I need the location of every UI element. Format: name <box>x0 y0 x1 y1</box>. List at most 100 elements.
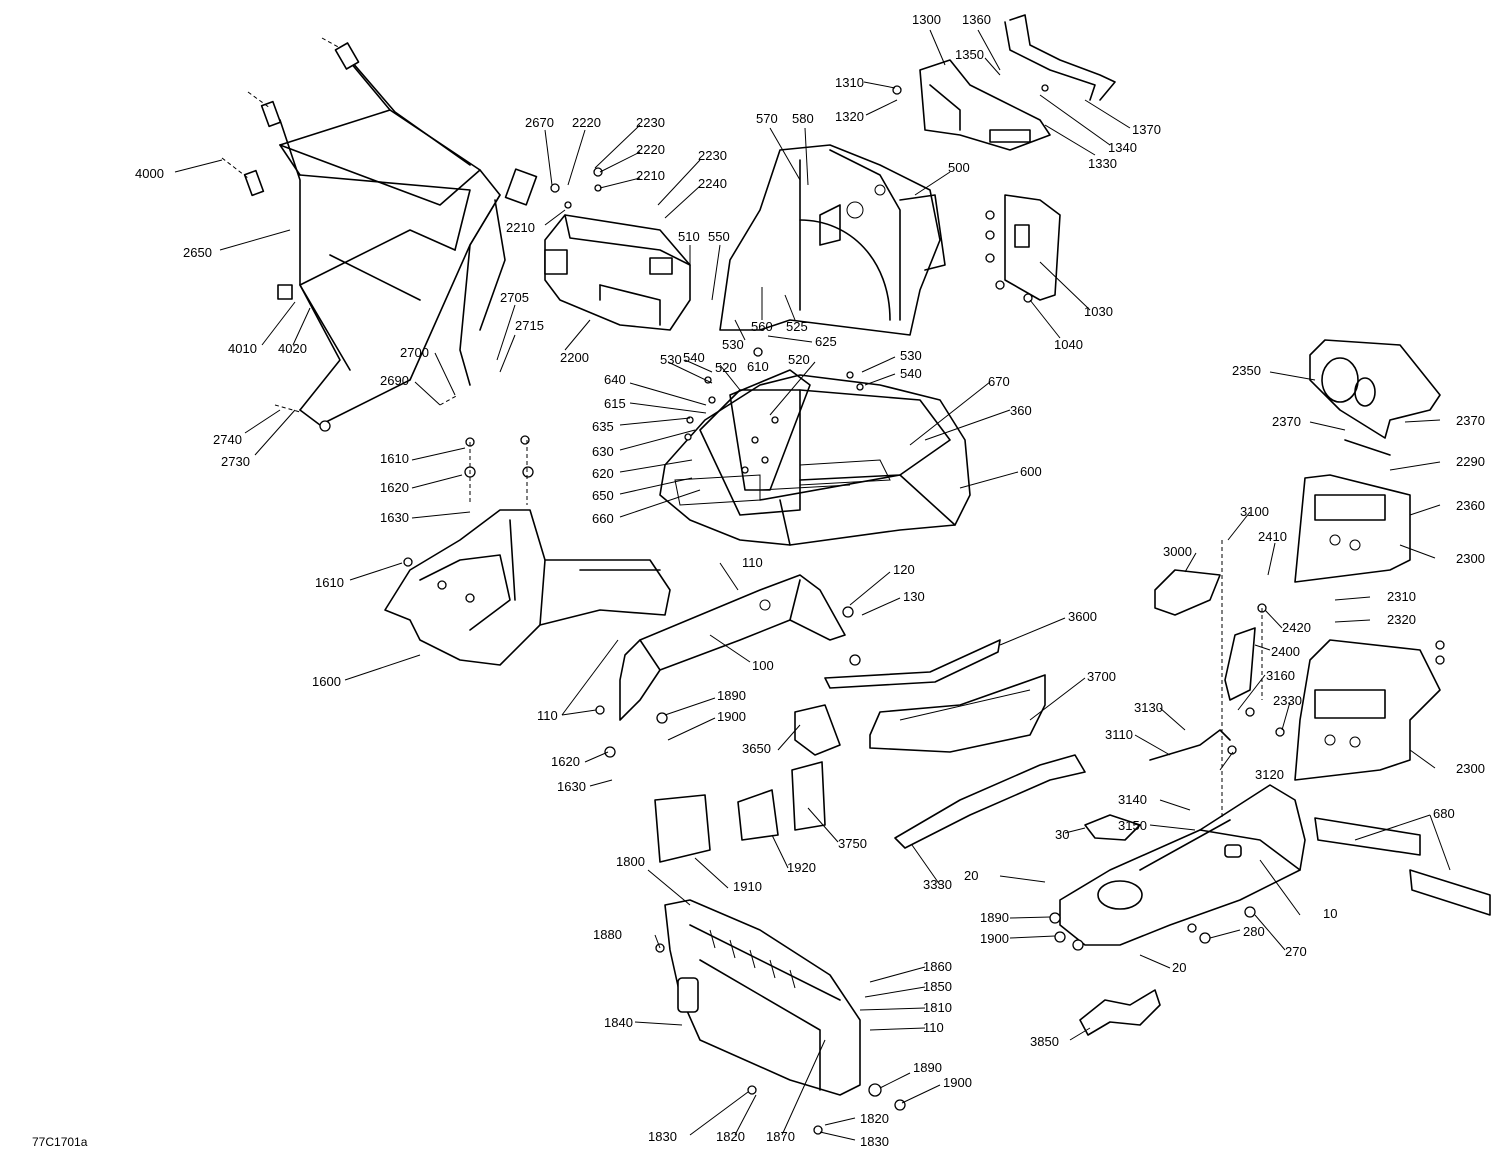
callout-label-2310: 2310 <box>1387 589 1416 604</box>
callout-label-650: 650 <box>592 488 614 503</box>
callout-label-3700: 3700 <box>1087 669 1116 684</box>
callout-label-3110: 3110 <box>1105 727 1133 742</box>
callout-label-2230: 2230 <box>636 115 665 130</box>
callout-label-2200: 2200 <box>560 350 589 365</box>
front-panel-1800-part <box>664 899 861 1096</box>
callout-label-2400: 2400 <box>1271 644 1300 659</box>
callout-label-2370: 2370 <box>1272 414 1301 429</box>
callout-label-1890: 1890 <box>913 1060 942 1075</box>
callout-label-1890: 1890 <box>980 910 1009 925</box>
panel-3600-part <box>824 639 1001 689</box>
callout-label-10: 10 <box>1323 906 1337 921</box>
bracket-3000-part <box>1154 569 1221 616</box>
callout-label-2730: 2730 <box>221 454 250 469</box>
callout-label-2370: 2370 <box>1456 413 1485 428</box>
callout-label-1830: 1830 <box>860 1134 889 1149</box>
callout-label-20: 20 <box>1172 960 1186 975</box>
roll-cage-frame <box>243 42 538 432</box>
callout-label-600: 600 <box>1020 464 1042 479</box>
callout-label-1800: 1800 <box>616 854 645 869</box>
panel-1030-part <box>985 194 1061 303</box>
callout-label-520: 520 <box>788 352 810 367</box>
callout-label-615: 615 <box>604 396 626 411</box>
callout-label-3850: 3850 <box>1030 1034 1059 1049</box>
callout-label-2700: 2700 <box>400 345 429 360</box>
callout-label-530: 530 <box>900 348 922 363</box>
callout-label-2300: 2300 <box>1456 761 1485 776</box>
callout-label-1900: 1900 <box>717 709 746 724</box>
callout-label-1830: 1830 <box>648 1129 677 1144</box>
callout-label-1820: 1820 <box>716 1129 745 1144</box>
callout-label-2240: 2240 <box>698 176 727 191</box>
callout-label-2740: 2740 <box>213 432 242 447</box>
callout-label-520: 520 <box>715 360 737 375</box>
clip-30-part <box>1084 814 1141 841</box>
callout-label-130: 130 <box>903 589 925 604</box>
callout-label-2705: 2705 <box>500 290 529 305</box>
callout-label-3650: 3650 <box>742 741 771 756</box>
callout-label-1340: 1340 <box>1108 140 1137 155</box>
callout-label-1330: 1330 <box>1088 156 1117 171</box>
callout-label-1860: 1860 <box>923 959 952 974</box>
center-console-part <box>1059 784 1306 946</box>
callout-label-3130: 3130 <box>1134 700 1163 715</box>
callout-label-2220: 2220 <box>636 142 665 157</box>
gauge-housing-part <box>1309 339 1441 439</box>
bar-2290-part <box>1344 439 1391 456</box>
callout-label-630: 630 <box>592 444 614 459</box>
callout-label-1360: 1360 <box>962 12 991 27</box>
callout-label-510: 510 <box>678 229 700 244</box>
callout-label-1610: 1610 <box>380 451 409 466</box>
callout-label-2360: 2360 <box>1456 498 1485 513</box>
callout-label-1630: 1630 <box>557 779 586 794</box>
callout-label-120: 120 <box>893 562 915 577</box>
callout-label-550: 550 <box>708 229 730 244</box>
callout-label-540: 540 <box>900 366 922 381</box>
crossmember-part <box>619 574 846 721</box>
callout-label-2290: 2290 <box>1456 454 1485 469</box>
callout-label-1900: 1900 <box>980 931 1009 946</box>
callout-label-3120: 3120 <box>1255 767 1284 782</box>
callout-label-1310: 1310 <box>835 75 864 90</box>
callout-label-660: 660 <box>592 511 614 526</box>
firewall-support-part <box>719 144 946 336</box>
callout-label-580: 580 <box>792 111 814 126</box>
callout-label-610: 610 <box>747 359 769 374</box>
callout-label-680: 680 <box>1433 806 1455 821</box>
callout-label-280: 280 <box>1243 924 1265 939</box>
callout-label-640: 640 <box>604 372 626 387</box>
callout-label-1850: 1850 <box>923 979 952 994</box>
steering-bracket-part <box>892 14 1116 151</box>
panel-3750-part <box>791 761 826 831</box>
callout-label-1630: 1630 <box>380 510 409 525</box>
callout-label-540: 540 <box>683 350 705 365</box>
callout-label-2300: 2300 <box>1456 551 1485 566</box>
callout-label-2230: 2230 <box>698 148 727 163</box>
callout-label-4020: 4020 <box>278 341 307 356</box>
callout-label-500: 500 <box>948 160 970 175</box>
callout-label-635: 635 <box>592 419 614 434</box>
callout-label-530: 530 <box>660 352 682 367</box>
callout-label-1820: 1820 <box>860 1111 889 1126</box>
callout-label-3140: 3140 <box>1118 792 1147 807</box>
callout-label-20: 20 <box>964 868 978 883</box>
rail-3330-part <box>894 754 1086 849</box>
bar-680-part <box>1314 817 1491 916</box>
callout-label-2420: 2420 <box>1282 620 1311 635</box>
callout-label-2320: 2320 <box>1387 612 1416 627</box>
callout-label-2650: 2650 <box>183 245 212 260</box>
assembly-lines <box>221 37 1263 820</box>
switch-panel-upper-part <box>1294 474 1411 583</box>
callout-label-2350: 2350 <box>1232 363 1261 378</box>
callout-label-1350: 1350 <box>955 47 984 62</box>
callout-label-2330: 2330 <box>1273 693 1302 708</box>
front-support-part <box>384 509 671 666</box>
callout-label-625: 625 <box>815 334 837 349</box>
callout-label-1040: 1040 <box>1054 337 1083 352</box>
callout-label-110: 110 <box>742 555 763 570</box>
callout-label-4010: 4010 <box>228 341 257 356</box>
callout-label-2690: 2690 <box>380 373 409 388</box>
callout-label-110: 110 <box>537 708 558 723</box>
